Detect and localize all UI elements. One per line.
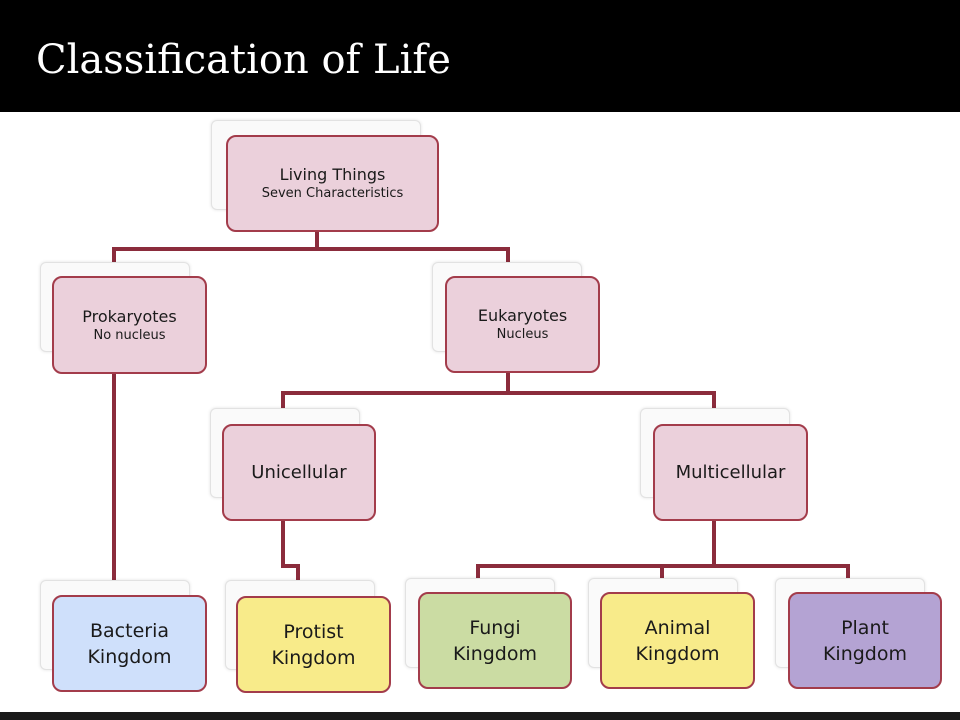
node-protist-line1: Protist: [283, 620, 344, 643]
slide-title: Classification of Life: [36, 37, 451, 83]
node-protist-kingdom: Protist Kingdom: [236, 596, 391, 693]
node-unicellular: Unicellular: [222, 424, 376, 521]
node-fungi-line1: Fungi: [469, 616, 521, 639]
node-eukaryotes: Eukaryotes Nucleus: [445, 276, 600, 373]
node-eukaryotes-label: Eukaryotes: [477, 306, 568, 325]
node-unicellular-label: Unicellular: [251, 461, 347, 483]
node-multicellular-label: Multicellular: [675, 461, 786, 483]
node-plant-kingdom: Plant Kingdom: [788, 592, 942, 689]
node-animal-line1: Animal: [644, 616, 711, 639]
node-living-things: Living Things Seven Characteristics: [226, 135, 439, 232]
node-bacteria-line1: Bacteria: [90, 619, 169, 642]
node-protist-line2: Kingdom: [271, 646, 356, 669]
node-living-things-label: Living Things: [279, 165, 386, 184]
title-bar: Classification of Life: [0, 0, 960, 112]
node-prokaryotes: Prokaryotes No nucleus: [52, 276, 207, 374]
node-bacteria-kingdom: Bacteria Kingdom: [52, 595, 207, 692]
node-plant-line1: Plant: [841, 616, 889, 639]
node-fungi-kingdom: Fungi Kingdom: [418, 592, 572, 689]
node-animal-line2: Kingdom: [635, 642, 720, 665]
node-multicellular: Multicellular: [653, 424, 808, 521]
node-animal-kingdom: Animal Kingdom: [600, 592, 755, 689]
node-fungi-line2: Kingdom: [452, 642, 538, 665]
node-prokaryotes-sub: No nucleus: [93, 327, 166, 343]
bottom-strip: [0, 712, 960, 720]
node-prokaryotes-label: Prokaryotes: [82, 306, 177, 326]
node-living-things-sub: Seven Characteristics: [261, 186, 404, 201]
node-eukaryotes-sub: Nucleus: [496, 327, 549, 342]
node-plant-line2: Kingdom: [822, 642, 908, 665]
node-bacteria-line2: Kingdom: [87, 645, 172, 668]
